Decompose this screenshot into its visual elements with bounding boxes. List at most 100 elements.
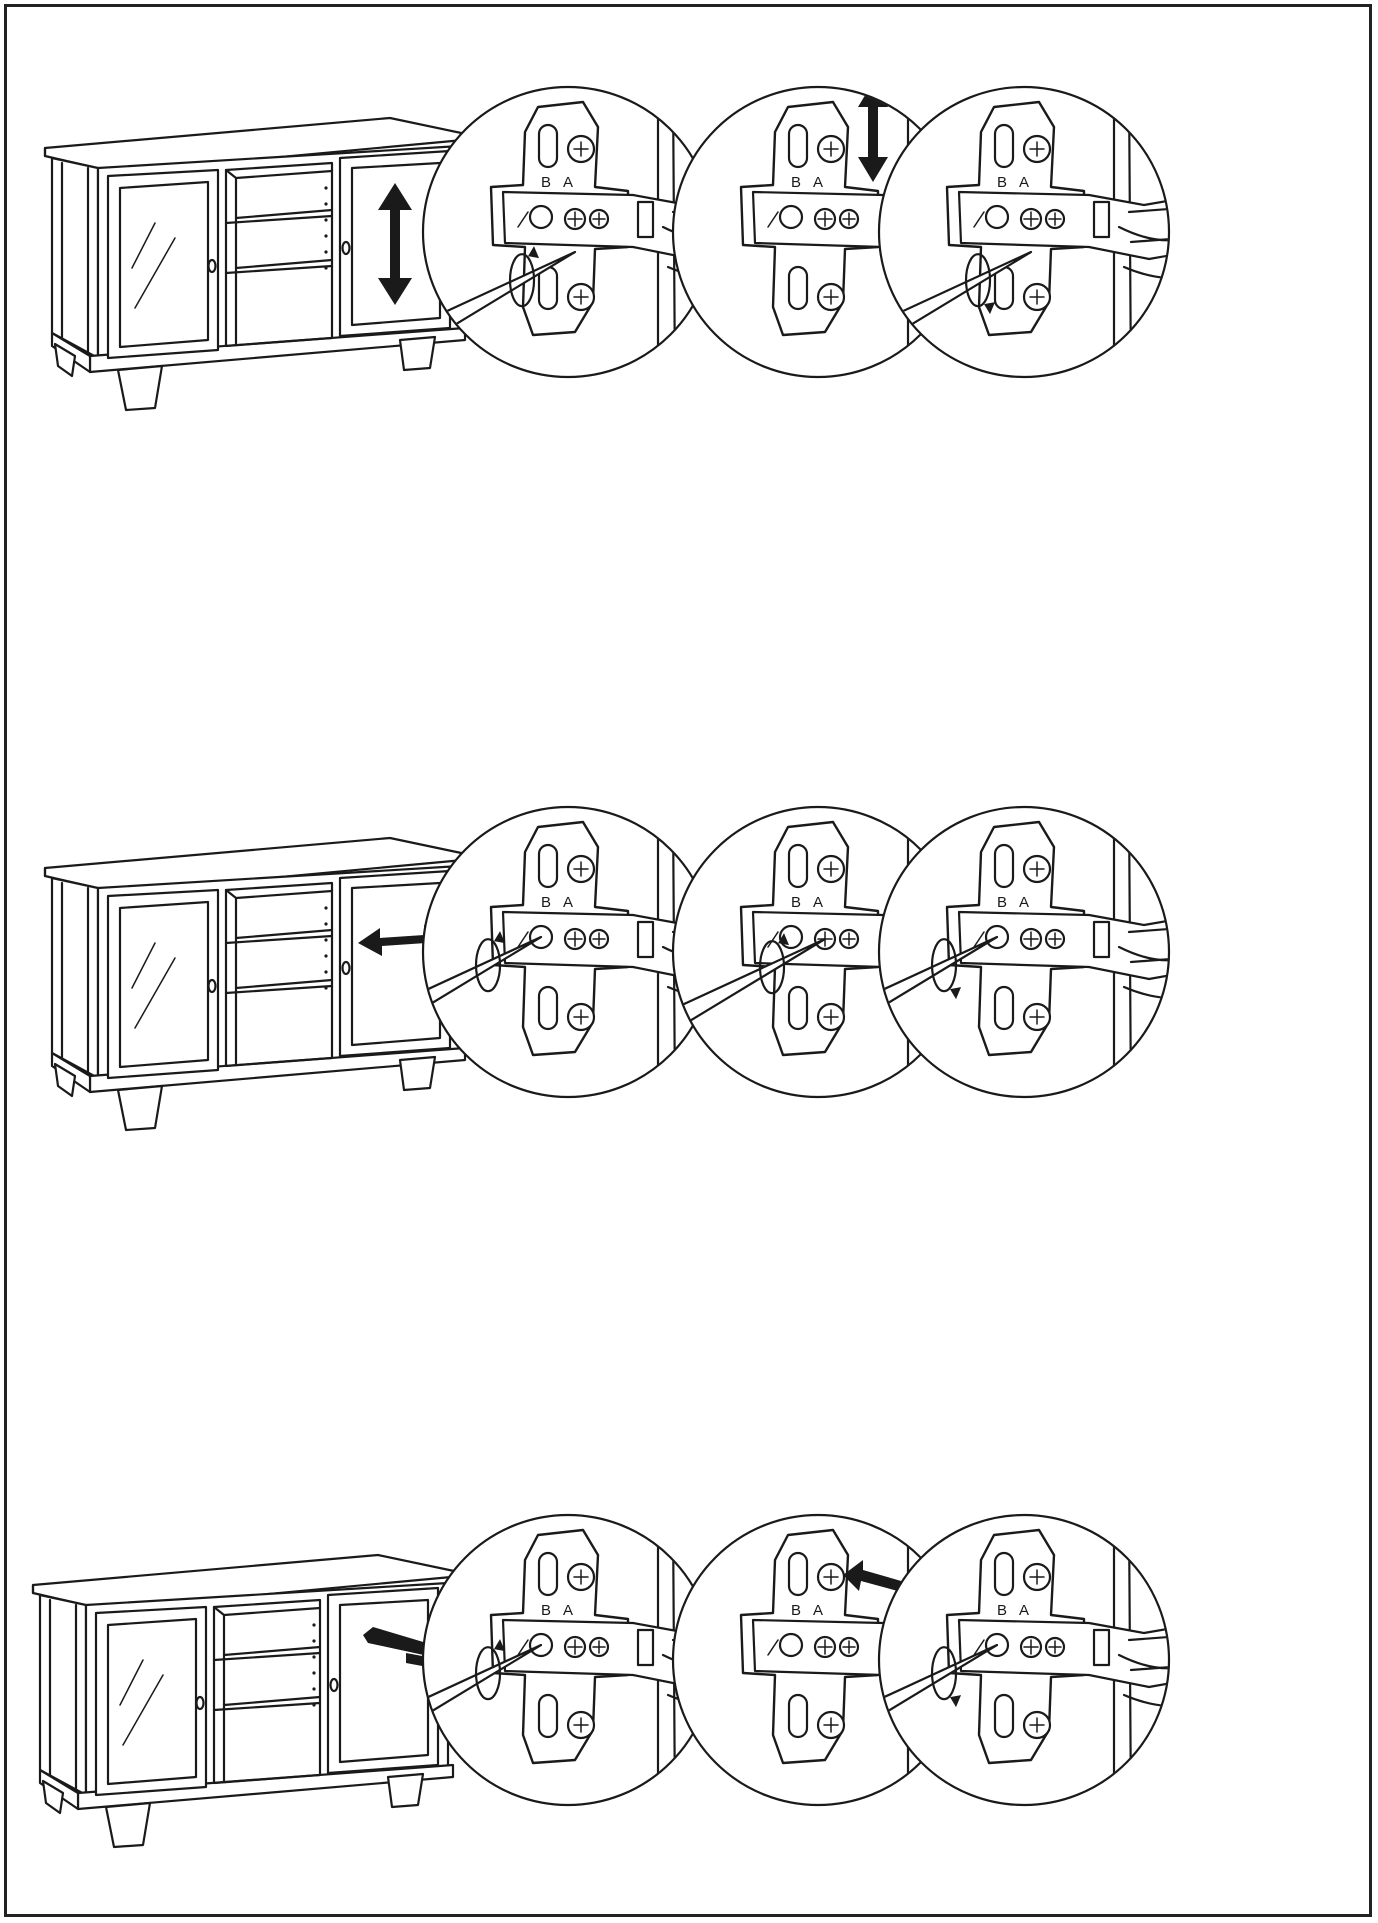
hinge-label-b: B: [791, 894, 801, 911]
rotation-arrow: [494, 1639, 506, 1652]
door-knob: [195, 1695, 205, 1711]
door-knob: [341, 240, 351, 256]
rotation-arrow: [950, 987, 962, 1000]
shelf: [224, 258, 334, 275]
rotation-indicator: [964, 253, 992, 308]
rotation-indicator: [508, 253, 536, 308]
plate-vertical-arrow: [858, 88, 888, 182]
hinge-label-b: B: [997, 894, 1007, 911]
hinge-label-b: B: [997, 174, 1007, 191]
hinge-label-a: A: [563, 894, 573, 911]
adjust-slot: [778, 204, 804, 230]
cabinet-foot: [41, 1779, 65, 1815]
detail-circle-outline: [877, 1513, 1171, 1807]
left-glass-door: [106, 168, 220, 360]
door-knob: [341, 960, 351, 976]
open-shelf: [212, 1598, 322, 1785]
shelf: [224, 928, 334, 945]
rotation-arrow: [984, 302, 996, 315]
shelf: [224, 978, 334, 995]
detail-circle-outline: [877, 85, 1171, 379]
vertical-arrow: [378, 183, 412, 305]
plate-slot: [537, 843, 559, 889]
plate-slot: [787, 985, 809, 1031]
adjust-slot: [778, 1632, 804, 1658]
adjust-slot: [984, 204, 1010, 230]
plate-slot: [537, 1693, 559, 1739]
hinge-label-b: B: [541, 174, 551, 191]
door-knob: [329, 1677, 339, 1693]
rotation-arrow: [950, 1695, 962, 1708]
door-edge: [1117, 225, 1168, 280]
left-glass-door: [94, 1605, 208, 1797]
rotation-indicator: [930, 1646, 958, 1701]
plate-slot: [993, 1551, 1015, 1597]
cabinet-foot: [53, 1062, 77, 1098]
door-knob: [207, 258, 217, 274]
hinge-label-b: B: [997, 1602, 1007, 1619]
cabinet-foot: [53, 342, 77, 378]
rotation-arrow: [528, 246, 540, 259]
open-shelf: [224, 161, 334, 348]
plate-slot: [993, 985, 1015, 1031]
rotation-indicator: [474, 1646, 502, 1701]
hinge-label-a: A: [813, 1602, 823, 1619]
plate-slot: [537, 123, 559, 169]
plate-slot: [993, 843, 1015, 889]
detail-circle-outline: [877, 805, 1171, 1099]
door-knob: [207, 978, 217, 994]
screwdriver-handle: [340, 1708, 406, 1761]
rotation-arrow: [778, 933, 790, 946]
hinge-label-b: B: [541, 894, 551, 911]
plate-slot: [787, 1693, 809, 1739]
tv-cabinet: [31, 1553, 475, 1849]
cabinet-foot: [116, 1084, 164, 1132]
hinge-label-a: A: [813, 174, 823, 191]
rotation-indicator: [930, 938, 958, 993]
cabinet-foot: [398, 1055, 437, 1092]
shelf: [212, 1645, 322, 1662]
plate-slot: [537, 1551, 559, 1597]
right-door: [326, 1586, 440, 1775]
open-shelf: [224, 881, 334, 1068]
page-border: [4, 4, 1372, 1917]
cabinet-foot: [116, 364, 164, 412]
hinge-label-a: A: [1019, 894, 1029, 911]
hinge-label-b: B: [541, 1602, 551, 1619]
door-edge: [1117, 945, 1168, 1000]
cabinet-foot: [386, 1772, 425, 1809]
left-glass-door: [106, 888, 220, 1080]
cabinet-foot: [104, 1801, 152, 1849]
rotation-indicator: [474, 938, 502, 993]
plate-slot: [993, 1693, 1015, 1739]
adjust-slot: [528, 204, 554, 230]
shelf: [224, 208, 334, 225]
hinge-label-a: A: [563, 1602, 573, 1619]
plate-slot: [787, 843, 809, 889]
hinge-label-b: B: [791, 1602, 801, 1619]
cabinet-foot: [398, 335, 437, 372]
plate-slot: [993, 123, 1015, 169]
hinge-label-b: B: [791, 174, 801, 191]
plate-slot: [787, 123, 809, 169]
rotation-indicator: [758, 940, 786, 995]
plate-slot: [787, 265, 809, 311]
hinge-label-a: A: [813, 894, 823, 911]
tv-cabinet: [43, 836, 487, 1132]
rotation-arrow: [494, 931, 506, 944]
shelf: [212, 1695, 322, 1712]
hinge-label-a: A: [1019, 1602, 1029, 1619]
hinge-label-a: A: [1019, 174, 1029, 191]
tv-cabinet: [43, 116, 487, 412]
door-edge: [1117, 1653, 1168, 1708]
plate-slot: [787, 1551, 809, 1597]
